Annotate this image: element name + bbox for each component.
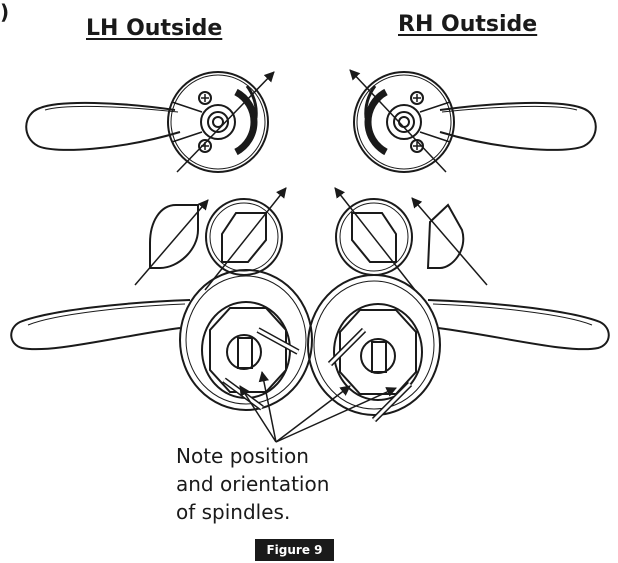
note-line-1: Note position bbox=[176, 444, 309, 468]
spindle-note: Note position and orientation of spindle… bbox=[176, 442, 416, 526]
rh-top-lever bbox=[349, 69, 597, 173]
lh-bottom-lever bbox=[10, 269, 313, 411]
lh-spindle-orientation bbox=[134, 187, 287, 291]
note-line-2: and orientation bbox=[176, 472, 330, 496]
lh-top-lever bbox=[25, 71, 275, 173]
figure-label: Figure 9 bbox=[255, 539, 334, 561]
note-line-3: of spindles. bbox=[176, 500, 291, 524]
lh-outside-heading: LH Outside bbox=[86, 16, 223, 41]
rh-bottom-lever bbox=[307, 274, 610, 423]
spindle-callout-arrows bbox=[239, 370, 397, 443]
rh-spindle-orientation bbox=[334, 187, 488, 291]
corner-mark: ) bbox=[0, 0, 10, 24]
rh-outside-heading: RH Outside bbox=[398, 12, 538, 37]
